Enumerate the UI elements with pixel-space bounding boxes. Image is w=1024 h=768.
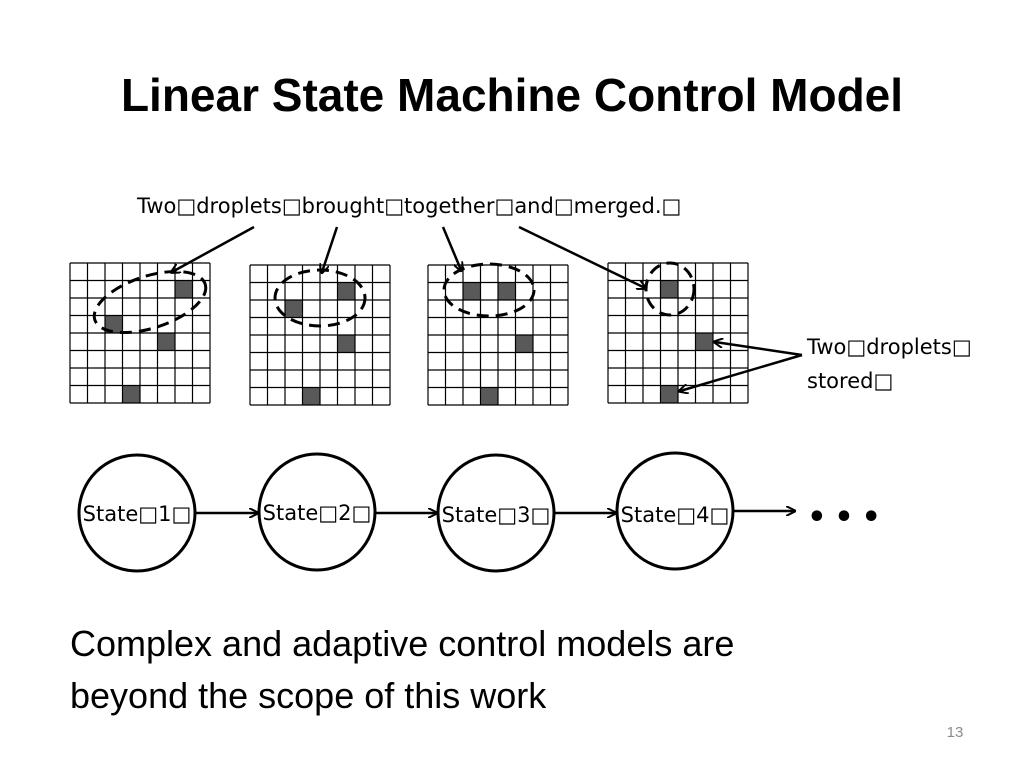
highlight-ellipse-3 bbox=[442, 262, 536, 318]
droplet-cell bbox=[337, 282, 355, 300]
caption-line-1: Complex and adaptive control models are bbox=[70, 623, 735, 664]
caption-line-2: beyond the scope of this work bbox=[70, 675, 547, 716]
state-node-3: State□3□ bbox=[436, 453, 556, 573]
slide-title: Linear State Machine Control Model bbox=[120, 69, 904, 121]
stored-arrow-1 bbox=[715, 342, 803, 357]
highlight-ellipse-1 bbox=[92, 269, 208, 335]
droplet-cell bbox=[285, 300, 303, 318]
state-label-3: State□3□ bbox=[442, 503, 551, 527]
droplet-cell bbox=[660, 385, 678, 403]
state-node-1: State□1□ bbox=[77, 453, 197, 573]
droplet-cell bbox=[695, 333, 713, 351]
stored-annotation-line-1: Two□droplets□ bbox=[806, 335, 972, 359]
grid-3 bbox=[427, 264, 569, 406]
annotation-arrow-3 bbox=[441, 226, 461, 270]
droplet-cell bbox=[498, 282, 516, 300]
droplet-cell bbox=[105, 315, 123, 333]
stored-annotation-line-2: stored□ bbox=[807, 369, 893, 393]
droplet-cell bbox=[337, 335, 355, 353]
state-label-1: State□1□ bbox=[83, 502, 192, 526]
droplet-cell bbox=[515, 335, 533, 353]
droplet-cell bbox=[175, 280, 193, 298]
state-label-4: State□4□ bbox=[621, 503, 730, 527]
droplet-cell bbox=[157, 333, 175, 351]
annotation-arrow-2 bbox=[322, 226, 339, 272]
continuation-ellipsis: ••• bbox=[807, 500, 889, 535]
droplet-cell bbox=[122, 385, 140, 403]
annotation-arrow-4 bbox=[518, 225, 645, 288]
page-number: 13 bbox=[946, 724, 964, 741]
state-node-4: State□4□ bbox=[615, 451, 735, 571]
state-label-2: State□2□ bbox=[263, 501, 372, 525]
droplet-cell bbox=[302, 387, 320, 405]
droplet-cell bbox=[480, 387, 498, 405]
droplet-cell bbox=[463, 282, 481, 300]
annotation-arrow-1 bbox=[172, 225, 255, 272]
caption: Complex and adaptive control models are … bbox=[70, 618, 970, 722]
grid-2 bbox=[249, 264, 391, 406]
grid-4 bbox=[607, 262, 749, 404]
state-node-2: State□2□ bbox=[257, 452, 377, 572]
stored-arrow-2 bbox=[680, 353, 803, 391]
droplet-cell bbox=[660, 280, 678, 298]
grid-1 bbox=[69, 262, 211, 404]
merge-annotation: Two□droplets□brought□together□and□merged… bbox=[136, 194, 681, 218]
